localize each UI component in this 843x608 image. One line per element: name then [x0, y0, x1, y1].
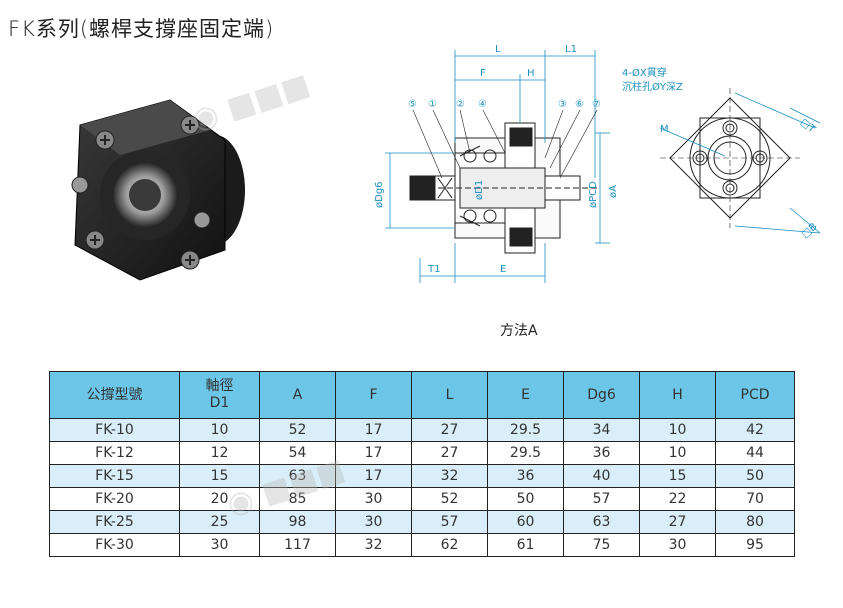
dim-H: H [527, 68, 535, 79]
dim-M: M [660, 124, 669, 135]
table-cell: FK-12 [49, 441, 180, 465]
table-header-cell: E [487, 371, 564, 419]
table-cell: 75 [563, 533, 640, 557]
table-cell: 32 [411, 464, 488, 488]
dim-Dg6: øDg6 [374, 181, 385, 208]
part-number-7: ⑦ [592, 99, 601, 110]
dim-B: □B [800, 221, 820, 240]
table-cell: 57 [563, 487, 640, 511]
table-cell: 36 [487, 464, 564, 488]
table-cell: 12 [179, 441, 260, 465]
table-cell: 40 [563, 464, 640, 488]
table-cell: 52 [259, 418, 336, 442]
table-cell: 22 [639, 487, 716, 511]
dim-PCD: øPCD [588, 181, 599, 208]
table-cell: 10 [179, 418, 260, 442]
table-cell: 52 [411, 487, 488, 511]
front-view [660, 88, 800, 228]
dim-L1: L1 [565, 44, 577, 55]
page-title: FK系列(螺桿支撐座固定端) [8, 17, 275, 41]
part-number-2: ② [456, 99, 465, 110]
table-cell: 15 [179, 464, 260, 488]
table-cell: 17 [335, 418, 412, 442]
table-cell: 61 [487, 533, 564, 557]
table-header-cell: 軸徑 D1 [179, 371, 260, 419]
table-header-cell: 公撐型號 [49, 371, 180, 419]
table-cell: FK-20 [49, 487, 180, 511]
table-cell: 29.5 [487, 441, 564, 465]
table-cell: 27 [639, 510, 716, 534]
table-header-cell: H [639, 371, 716, 419]
dim-F: F [480, 68, 486, 79]
table-header-cell: A [259, 371, 336, 419]
dim-L: L [495, 44, 501, 55]
part-number-4: ④ [478, 99, 487, 110]
table-cell: 15 [639, 464, 716, 488]
table-cell: 57 [411, 510, 488, 534]
part-number-3: ③ [558, 99, 567, 110]
table-cell: 30 [335, 487, 412, 511]
side-section-view [409, 122, 600, 254]
table-cell: 36 [563, 441, 640, 465]
table-cell: 60 [487, 510, 564, 534]
part-number-1: ① [428, 99, 437, 110]
table-cell: FK-25 [49, 510, 180, 534]
table-cell: 10 [639, 418, 716, 442]
table-cell: 42 [715, 418, 795, 442]
table-cell: 85 [259, 487, 336, 511]
table-cell: 27 [411, 441, 488, 465]
table-cell: 30 [639, 533, 716, 557]
table-cell: FK-30 [49, 533, 180, 557]
table-cell: 29.5 [487, 418, 564, 442]
table-cell: 32 [335, 533, 412, 557]
bearing-support-unit-photo [71, 99, 245, 281]
table-header-cell: L [411, 371, 488, 419]
dim-T1: T1 [427, 264, 440, 275]
table-cell: 63 [259, 464, 336, 488]
table-cell: 17 [335, 441, 412, 465]
table-header-cell: F [335, 371, 412, 419]
drawing-caption: 方法A [500, 323, 538, 339]
table-cell: 62 [411, 533, 488, 557]
table-cell: 17 [335, 464, 412, 488]
technical-drawing: L L1 F H T1 E øDg6 øD1 øPCD øA ⑤ ① ② ④ ③… [374, 44, 821, 283]
dim-A: øA [608, 185, 619, 198]
table-cell: FK-15 [49, 464, 180, 488]
table-cell: 54 [259, 441, 336, 465]
dim-T: □T [798, 117, 818, 136]
table-cell: 80 [715, 510, 795, 534]
table-cell: 70 [715, 487, 795, 511]
table-cell: 63 [563, 510, 640, 534]
table-cell: 95 [715, 533, 795, 557]
hole-note-2: 沉柱孔ØY深Z [622, 80, 683, 93]
table-cell: 34 [563, 418, 640, 442]
table-header-cell: PCD [715, 371, 795, 419]
table-cell: 44 [715, 441, 795, 465]
hole-note-1: 4-ØX貫穿 [622, 66, 667, 79]
table-cell: 25 [179, 510, 260, 534]
table-cell: 20 [179, 487, 260, 511]
part-number-6: ⑥ [575, 99, 584, 110]
table-cell: 117 [259, 533, 336, 557]
part-number-5: ⑤ [408, 99, 417, 110]
table-cell: 30 [335, 510, 412, 534]
table-cell: 50 [715, 464, 795, 488]
table-cell: 10 [639, 441, 716, 465]
table-cell: FK-10 [49, 418, 180, 442]
table-cell: 27 [411, 418, 488, 442]
dim-E: E [500, 264, 506, 275]
table-cell: 50 [487, 487, 564, 511]
dim-D1: øD1 [474, 180, 485, 200]
table-cell: 30 [179, 533, 260, 557]
table-header-cell: Dg6 [563, 371, 640, 419]
table-cell: 98 [259, 510, 336, 534]
